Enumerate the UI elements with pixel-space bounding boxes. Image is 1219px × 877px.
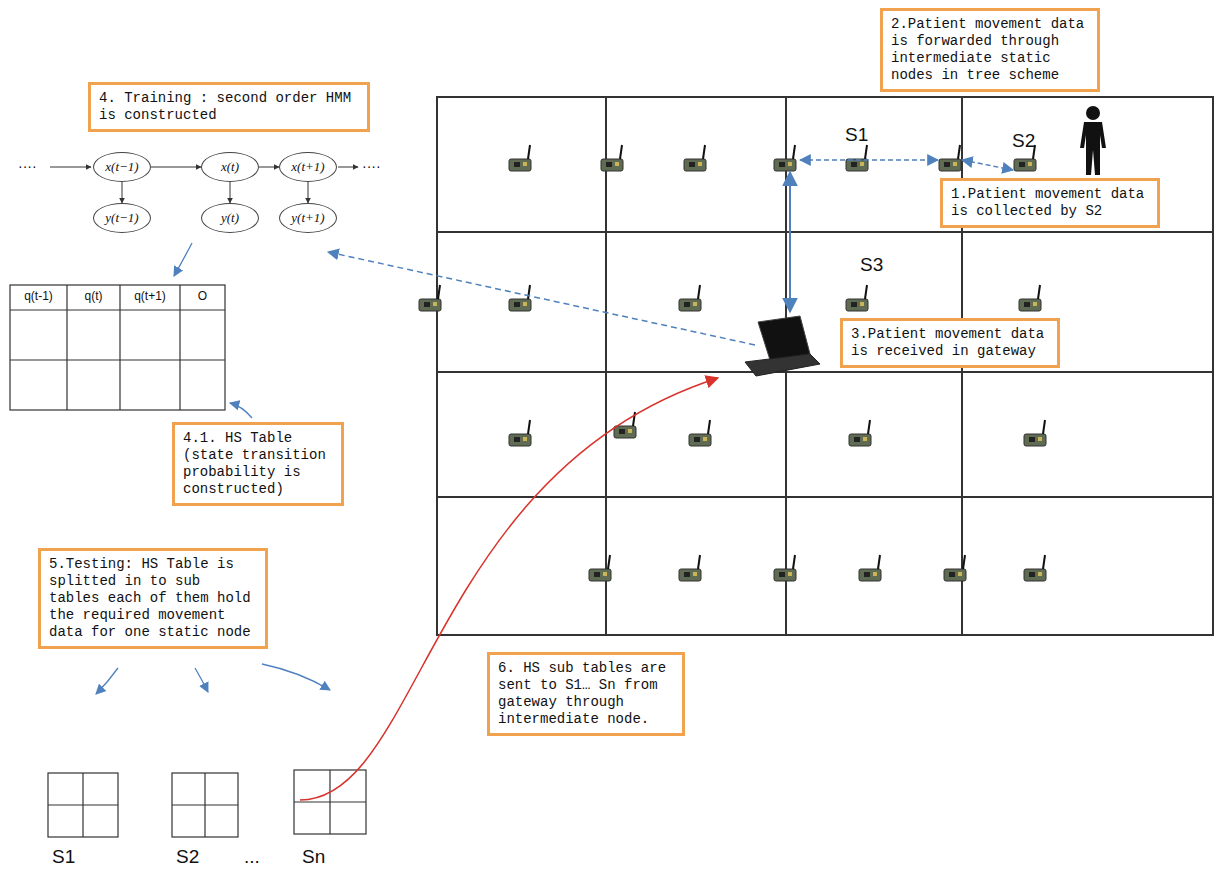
sensor-node bbox=[859, 555, 881, 581]
callout-box: 3.Patient movement data is received in g… bbox=[840, 318, 1060, 368]
callout-box: 5.Testing: HS Table is splitted in to su… bbox=[38, 548, 268, 649]
sensor-node bbox=[419, 285, 441, 311]
node-text: 6. HS sub tables are sent to S1… Sn from… bbox=[498, 660, 674, 728]
node-label: S1 bbox=[845, 124, 868, 146]
table-header: q(t+1) bbox=[120, 289, 180, 303]
node-text: 5.Testing: HS Table is splitted in to su… bbox=[49, 556, 257, 641]
node-text: 2.Patient movement data is forwarded thr… bbox=[891, 16, 1089, 84]
sensor-node bbox=[509, 285, 531, 311]
hmm-transition-arrow bbox=[230, 182, 231, 203]
sub-tables bbox=[48, 770, 366, 837]
flow-arrows bbox=[96, 160, 1013, 800]
hmm-transition-arrow bbox=[259, 167, 279, 168]
node-label: S2 bbox=[176, 846, 199, 868]
sensor-node bbox=[1024, 420, 1046, 446]
node-text: 4.1. HS Table (state transition probabil… bbox=[183, 430, 333, 498]
table-header: q(t-1) bbox=[10, 289, 67, 303]
sequence-dots: ···· bbox=[18, 158, 37, 174]
sensor-node bbox=[774, 145, 796, 171]
hmm-transition-arrow bbox=[122, 182, 123, 203]
sensor-node bbox=[939, 145, 961, 171]
hs-table bbox=[10, 285, 225, 410]
sensor-node bbox=[1024, 555, 1046, 581]
hmm-state-ellipse: y(t+1) bbox=[279, 203, 337, 233]
hmm-state-ellipse: y(t) bbox=[201, 203, 259, 233]
node-text: x(t+1) bbox=[291, 159, 324, 175]
sensor-node bbox=[774, 555, 796, 581]
node-label: S1 bbox=[52, 846, 75, 868]
node-text: x(t−1) bbox=[105, 159, 138, 175]
node-text: 4. Training : second order HMM is constr… bbox=[99, 90, 359, 124]
sensor-node bbox=[684, 145, 706, 171]
callout-box: 4.1. HS Table (state transition probabil… bbox=[172, 422, 344, 506]
node-text: y(t−1) bbox=[105, 210, 138, 226]
hmm-transition-arrow bbox=[308, 182, 309, 203]
callout-box: 2.Patient movement data is forwarded thr… bbox=[880, 8, 1100, 92]
hmm-state-ellipse: x(t+1) bbox=[279, 152, 337, 182]
callout-box: 1.Patient movement data is collected by … bbox=[940, 178, 1160, 228]
table-header: q(t) bbox=[67, 289, 120, 303]
node-text: x(t) bbox=[221, 159, 239, 175]
gateway-laptop bbox=[745, 316, 820, 376]
sensor-node bbox=[944, 555, 966, 581]
sequence-dots: ···· bbox=[362, 158, 381, 174]
floor-grid bbox=[437, 97, 1213, 635]
sensor-node bbox=[1019, 285, 1041, 311]
hmm-state-ellipse: x(t) bbox=[201, 152, 259, 182]
sensor-node bbox=[849, 420, 871, 446]
sensor-node bbox=[679, 555, 701, 581]
node-text: 3.Patient movement data is received in g… bbox=[851, 326, 1049, 360]
sensor-node bbox=[679, 285, 701, 311]
sensor-node bbox=[689, 420, 711, 446]
sensor-node bbox=[509, 145, 531, 171]
hmm-transition-arrow bbox=[151, 167, 201, 168]
sensor-node bbox=[846, 285, 868, 311]
table-header: O bbox=[180, 289, 225, 303]
node-label: ... bbox=[244, 846, 260, 868]
hmm-state-ellipse: x(t−1) bbox=[93, 152, 151, 182]
node-text: 1.Patient movement data is collected by … bbox=[951, 186, 1149, 220]
patient-figure bbox=[1080, 106, 1106, 175]
node-label: S3 bbox=[860, 254, 883, 276]
sensor-node bbox=[509, 420, 531, 446]
callout-box: 4. Training : second order HMM is constr… bbox=[88, 82, 370, 132]
callout-box: 6. HS sub tables are sent to S1… Sn from… bbox=[487, 652, 685, 736]
sensor-node bbox=[601, 145, 623, 171]
sensor-node bbox=[846, 145, 868, 171]
node-label: S2 bbox=[1012, 130, 1035, 152]
node-label: Sn bbox=[302, 846, 325, 868]
hmm-state-ellipse: y(t−1) bbox=[93, 203, 151, 233]
node-text: y(t) bbox=[221, 210, 239, 226]
sensor-node bbox=[589, 555, 611, 581]
node-text: y(t+1) bbox=[291, 210, 324, 226]
